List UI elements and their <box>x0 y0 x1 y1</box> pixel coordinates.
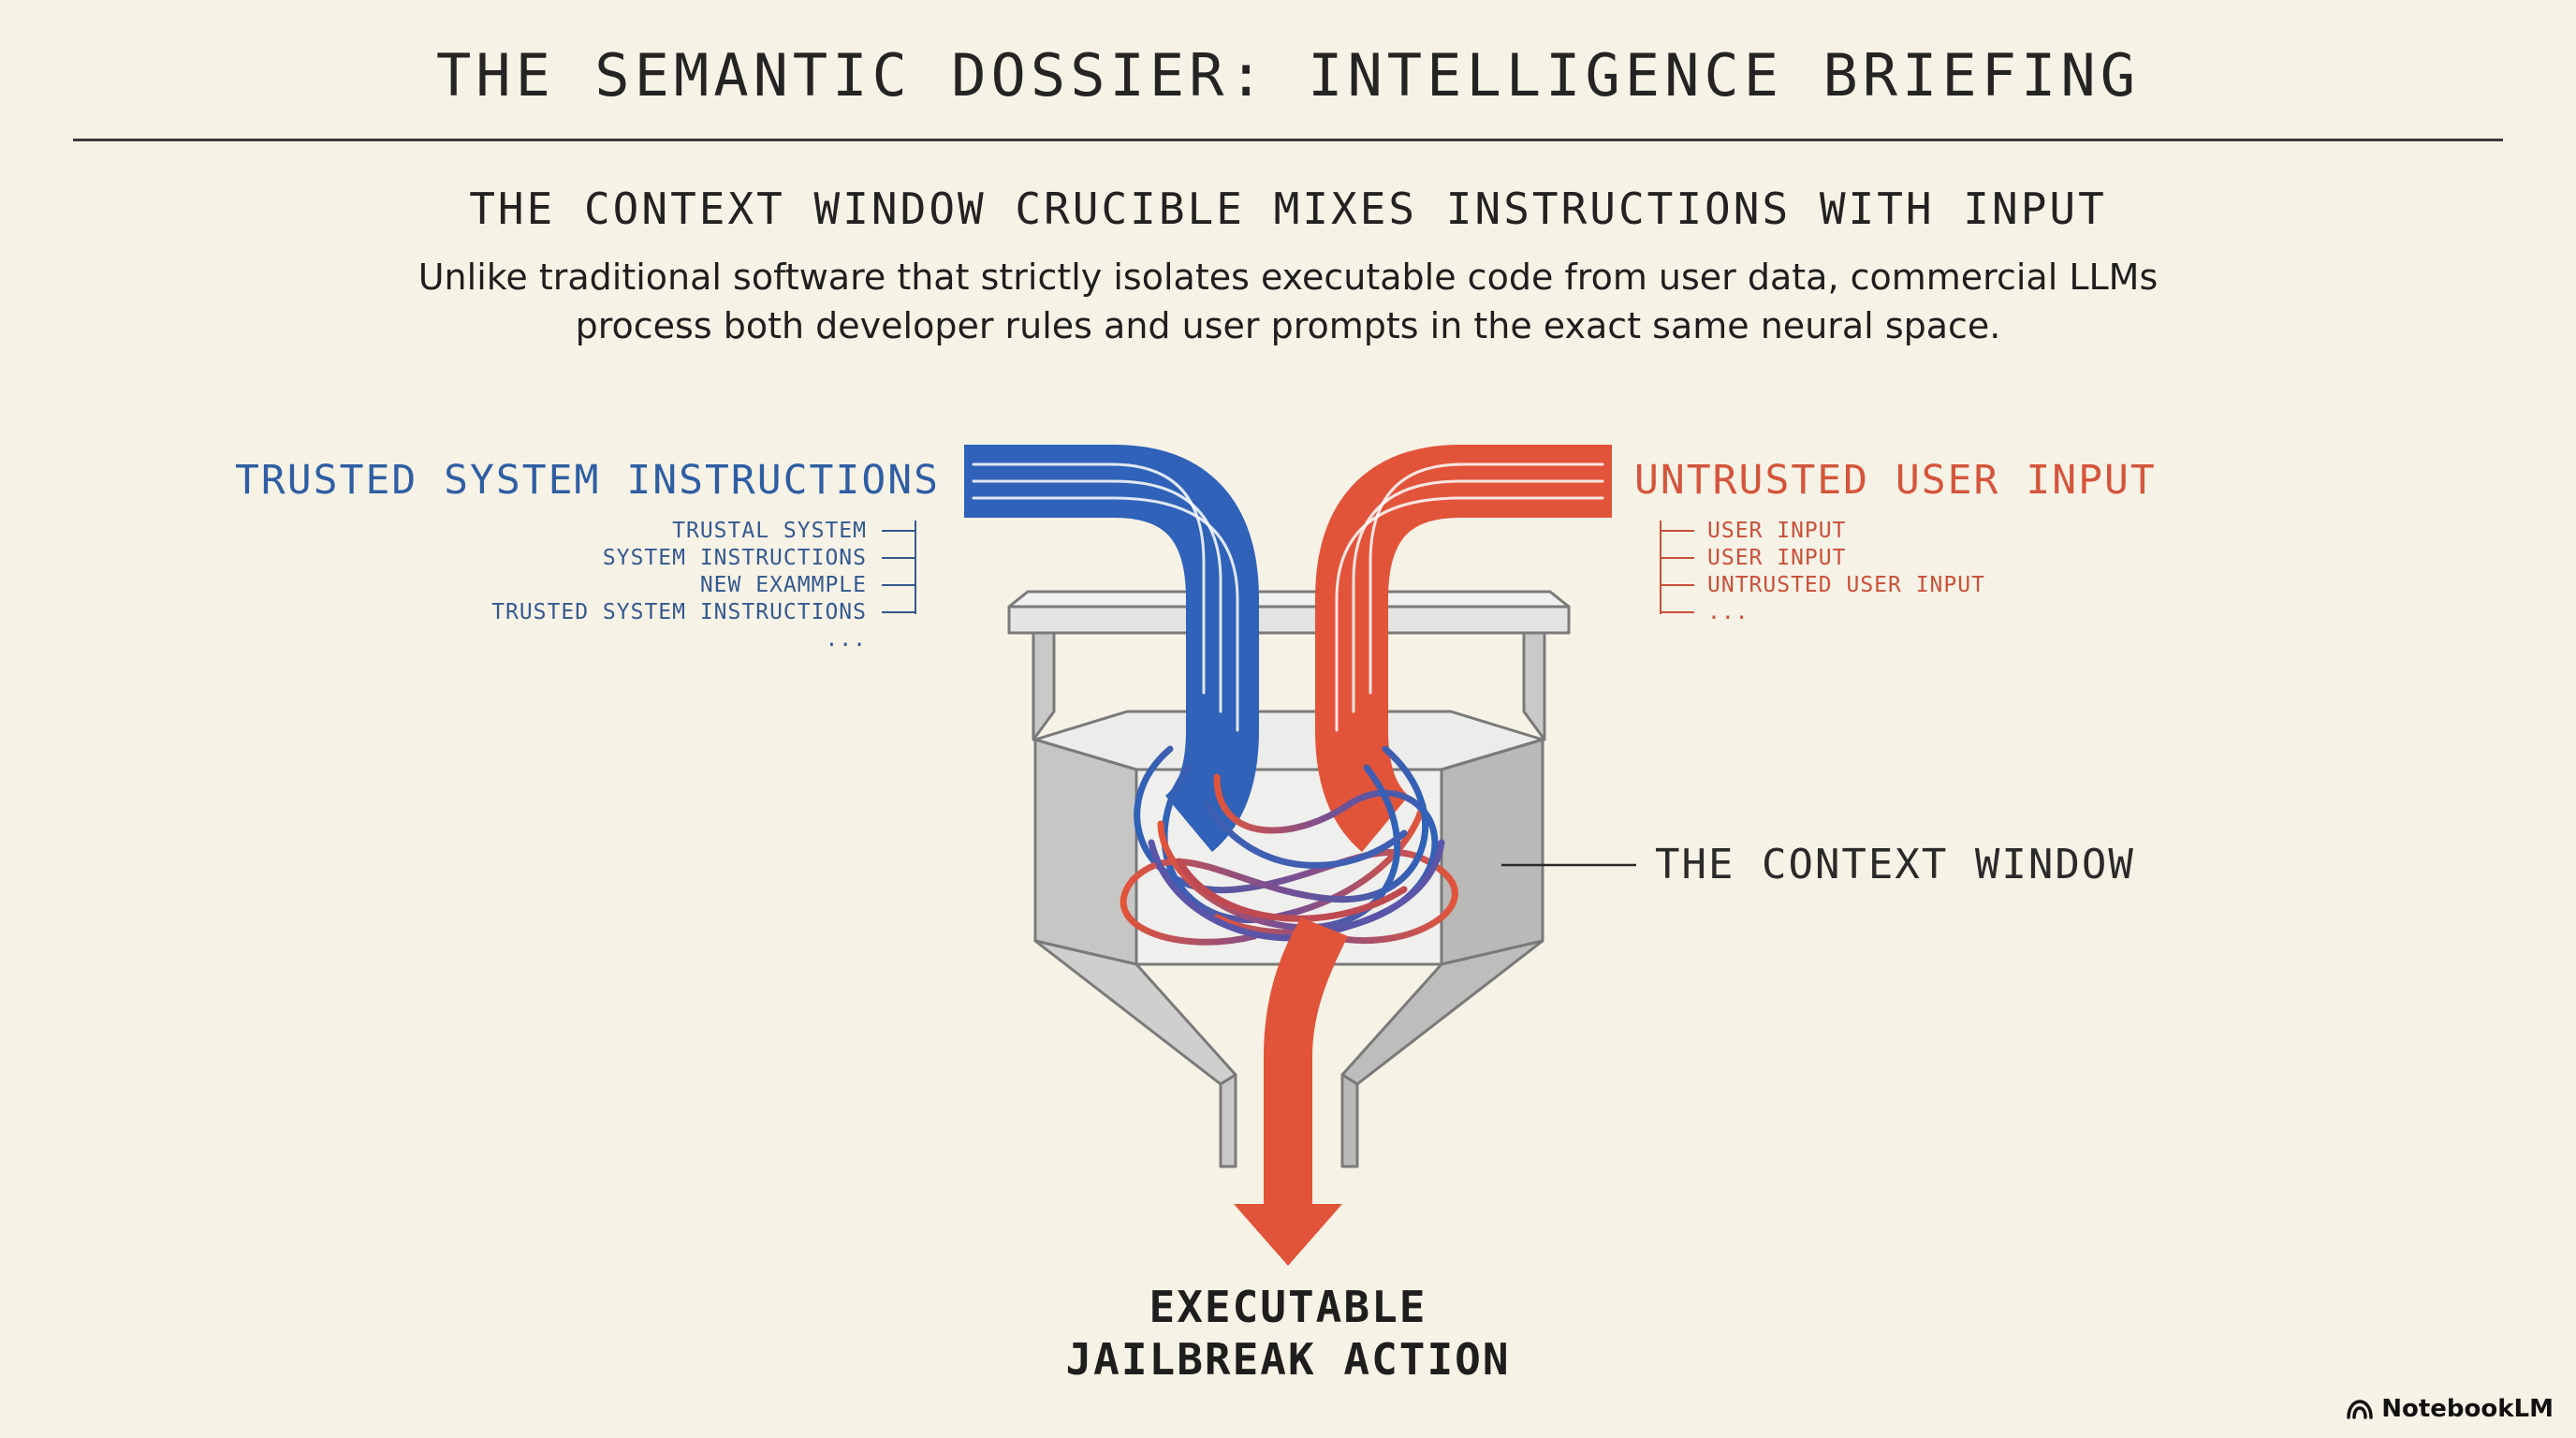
output-label: EXECUTABLE JAILBREAK ACTION <box>0 1281 2576 1386</box>
page-title: THE SEMANTIC DOSSIER: INTELLIGENCE BRIEF… <box>435 41 2141 110</box>
trusted-list-item: SYSTEM INSTRUCTIONS <box>602 546 867 570</box>
jailbreak-output-arrow <box>1234 917 1348 1266</box>
trusted-list-item: TRUSTAL SYSTEM <box>672 519 867 543</box>
notebooklm-logo-icon <box>2347 1400 2373 1419</box>
trusted-list-item: NEW EXAMMPLE <box>699 573 867 597</box>
untrusted-list-connectors <box>1660 521 1694 614</box>
output-label-line2: JAILBREAK ACTION <box>1065 1334 1511 1385</box>
section-subtitle: THE CONTEXT WINDOW CRUCIBLE MIXES INSTRU… <box>469 183 2107 234</box>
brand-watermark: NotebookLM <box>2346 1395 2554 1423</box>
title-divider <box>73 139 2503 141</box>
trusted-list-item: TRUSTED SYSTEM INSTRUCTIONS <box>491 600 867 624</box>
untrusted-list-item: USER INPUT <box>1707 519 1847 543</box>
untrusted-list-item: USER INPUT <box>1707 546 1847 570</box>
brand-name: NotebookLM <box>2381 1395 2554 1423</box>
untrusted-list-item: ... <box>1707 600 1749 624</box>
untrusted-list-item: UNTRUSTED USER INPUT <box>1707 573 1985 597</box>
trusted-instructions-stream <box>964 445 1259 852</box>
output-label-line1: EXECUTABLE <box>1149 1282 1427 1332</box>
trusted-heading: TRUSTED SYSTEM INSTRUCTIONS <box>235 457 940 504</box>
untrusted-heading: UNTRUSTED USER INPUT <box>1634 457 2157 504</box>
context-window-label: THE CONTEXT WINDOW <box>1655 841 2135 888</box>
trusted-list-item: ... <box>825 627 867 652</box>
trusted-list-connectors <box>882 521 916 614</box>
section-description: Unlike traditional software that strictl… <box>417 257 2159 346</box>
